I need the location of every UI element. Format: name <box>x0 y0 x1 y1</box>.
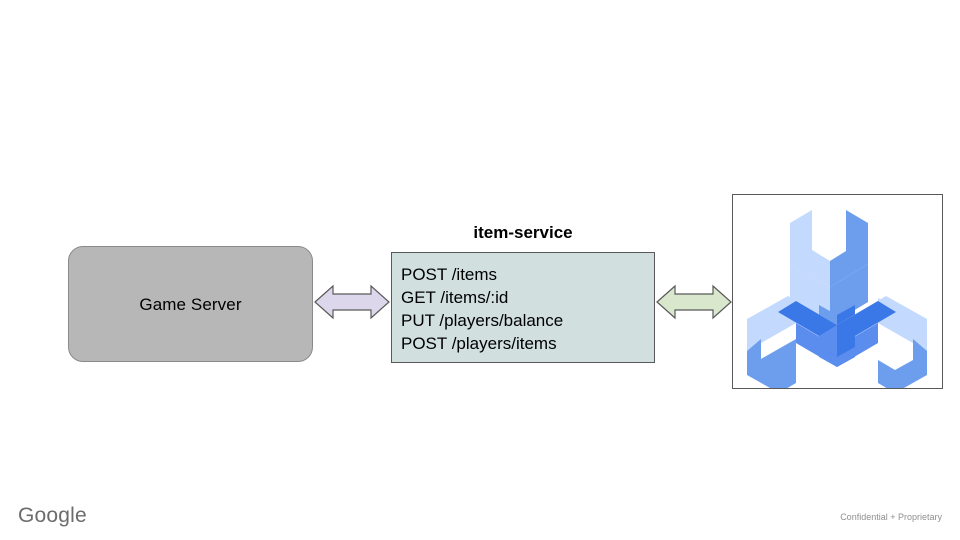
double-arrow-shape <box>314 284 390 320</box>
tool-image-frame[interactable] <box>732 194 943 389</box>
wrench-right-prong <box>837 296 927 388</box>
isometric-wrench-icon <box>747 210 927 388</box>
endpoint-row: POST /players/items <box>401 334 557 353</box>
wrench-hub-core <box>778 301 896 357</box>
confidentiality-notice: Confidential + Proprietary <box>840 512 942 522</box>
endpoint-row: GET /items/:id <box>401 288 509 307</box>
google-logo: Google <box>18 504 87 527</box>
connector-game-server-to-item-service <box>314 284 390 320</box>
node-game-server[interactable]: Game Server <box>68 246 313 362</box>
endpoint-row: PUT /players/balance <box>401 311 564 330</box>
double-arrow-shape <box>656 284 732 320</box>
item-service-title: item-service <box>473 223 573 242</box>
wrench-left-prong <box>747 296 837 388</box>
game-server-label: Game Server <box>139 294 242 314</box>
endpoint-row: POST /items <box>401 265 498 284</box>
connector-item-service-to-tool-image <box>656 284 732 320</box>
node-item-service[interactable]: POST /items GET /items/:id PUT /players/… <box>391 252 655 363</box>
